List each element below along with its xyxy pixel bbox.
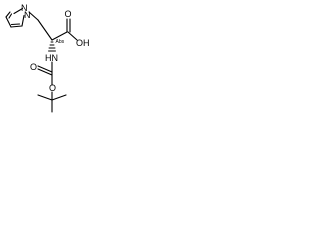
atom-label-o-ester-linking: O [49,83,56,93]
atom-label-hn: HN [45,53,58,63]
bond-ctert-me-left [37,94,53,101]
bond-c-double-o-ester-1 [37,65,53,73]
atom-label-o-carbonyl: O [65,9,72,19]
stereo-abs-label: Abs [56,39,65,45]
bond-ch2-calpha [37,19,53,41]
ring-bond-n2-c3 [21,14,25,27]
ring-bond-c5-n1 [5,11,11,18]
atom-label-o-ester-carbonyl: O [30,62,37,72]
ring-bond-c4-c5 [5,16,12,28]
atom-label-n-top: N [21,3,28,13]
chemical-structure: N N O OH HN O O Abs [5,3,90,113]
ring-double-bond-inner-2 [8,13,13,19]
backbone [28,11,78,41]
bond-c-double-o-ester-2 [37,68,53,76]
bond-n-ch2 [28,11,39,21]
bond-calpha-ccarboxyl [51,31,68,41]
bond-ctert-me-right [51,94,67,101]
bond-c-oh [67,31,78,41]
ring-double-bond-inner-1 [10,23,21,26]
atom-label-n-attached: N [24,10,31,20]
ring-bond-n1-n2 [13,7,24,15]
ring-bond-c3-c4 [10,25,23,28]
atom-label-oh: OH [76,38,90,48]
boc-group [37,61,67,113]
pyrazole-ring [5,7,25,28]
hashed-wedge-bond [48,41,56,52]
